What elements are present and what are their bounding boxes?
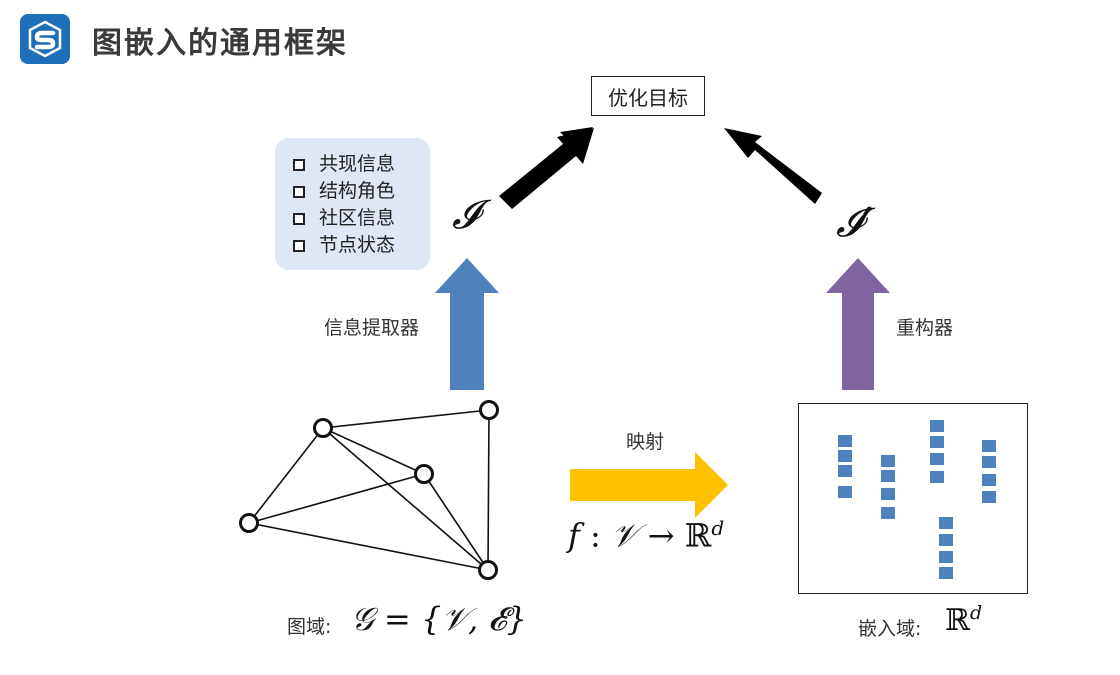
checkbox-icon: [293, 158, 305, 171]
logo-s-cube-icon: [28, 20, 62, 58]
embedding-domain-formula: ℝd: [945, 602, 982, 638]
info-item: 社区信息: [293, 205, 430, 232]
embedding-box: [798, 403, 1028, 594]
arrow-to-objective-right: [724, 128, 822, 204]
formula-d: d: [711, 516, 725, 540]
info-item-label: 节点状态: [319, 234, 396, 256]
extractor-label: 信息提取器: [324, 317, 420, 339]
page-title: 图嵌入的通用框架: [92, 26, 348, 61]
graph-domain-label: 图域:: [287, 616, 332, 638]
reconstructor-arrow: [826, 258, 890, 390]
checkbox-icon: [293, 185, 305, 198]
info-item-label: 社区信息: [319, 207, 396, 229]
graph-domain-formula: 𝒢 = {𝒱, 𝓔}: [351, 600, 527, 638]
graph-edges: [248, 409, 490, 571]
graph-node: [478, 560, 498, 580]
mapping-label: 映射: [626, 431, 665, 453]
logo: [20, 14, 70, 64]
info-panel: 共现信息 结构角色 社区信息 节点状态: [275, 138, 430, 270]
embedding-formula-r: ℝ: [945, 603, 970, 638]
info-symbol: 𝓘: [452, 192, 480, 238]
graph-node: [239, 513, 259, 533]
formula-colon: :: [579, 516, 611, 555]
graph-node: [313, 418, 333, 438]
graph-nodes: [239, 400, 499, 580]
objective-box: 优化目标: [591, 76, 705, 116]
arrow-left-head: [499, 128, 594, 209]
formula-arrow: →: [637, 516, 685, 555]
info-item-label: 共现信息: [319, 153, 396, 175]
reconstructor-label: 重构器: [896, 317, 954, 339]
formula-v: 𝒱: [610, 516, 638, 555]
objective-label: 优化目标: [608, 85, 688, 110]
info-item: 节点状态: [293, 232, 430, 259]
formula-r: ℝ: [684, 516, 712, 555]
embedding-formula-d: d: [969, 602, 983, 624]
mapping-arrow: [570, 452, 728, 518]
formula-f: f: [568, 516, 580, 555]
checkbox-icon: [293, 212, 305, 225]
checkbox-icon: [293, 239, 305, 252]
info-item: 结构角色: [293, 178, 430, 205]
info-item: 共现信息: [293, 151, 430, 178]
extractor-arrow: [435, 258, 499, 390]
graph-node: [479, 400, 499, 420]
info-item-label: 结构角色: [319, 180, 396, 202]
embedding-domain-label: 嵌入域:: [858, 618, 922, 640]
mapping-formula: f : 𝒱 → ℝd: [568, 516, 724, 556]
graph-node: [414, 464, 434, 484]
info-reconstructed-symbol: 𝓘′: [836, 200, 873, 246]
